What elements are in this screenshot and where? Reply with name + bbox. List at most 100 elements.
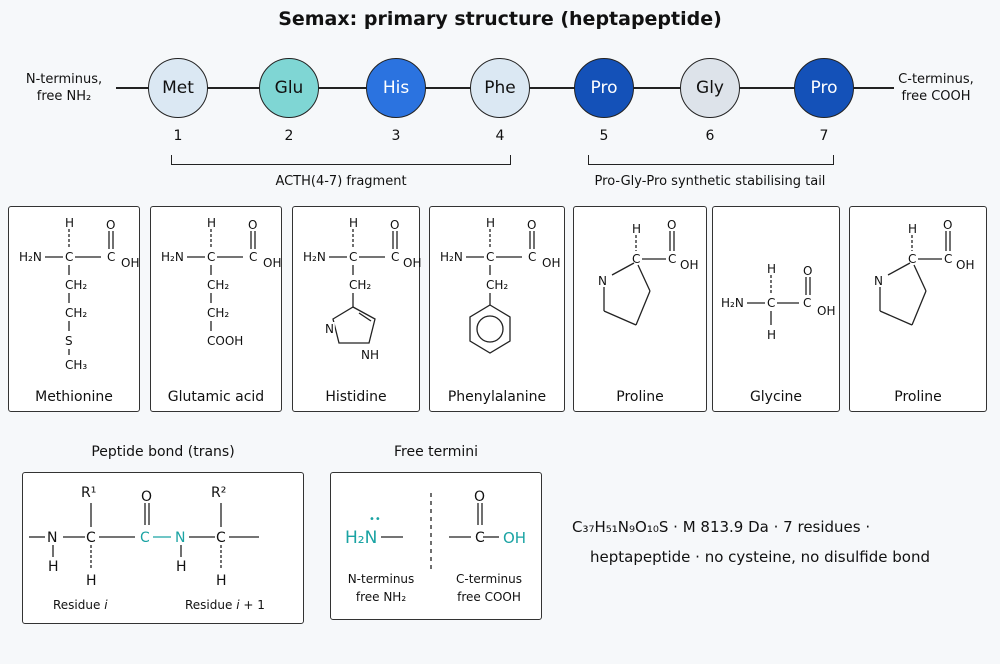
histidine-atom-oh: OH [403,256,421,270]
proline-2-atom-n: N [874,274,883,288]
c-terminus-caption-2: free COOH [457,590,521,604]
peptide-carbonyl-o: O [141,489,152,505]
c-terminus-label: C-terminus, free COOH [886,71,986,105]
formula-summary: C₃₇H₅₁N₉O₁₀S · M 813.9 Da · 7 residues · [572,518,871,536]
glutamic-acid-atom-nh2: H₂N [161,250,184,264]
histidine-atom-n: N [325,322,334,336]
acth-fragment-label: ACTH(4-7) fragment [275,174,407,189]
tail-fragment-label: Pro-Gly-Pro synthetic stabilising tail [594,174,826,189]
card-glutamic-acid: H O H₂N C C OH CH₂ CH₂ COOH Glutamic aci… [150,206,282,412]
phenylalanine-atom-ch2: CH₂ [486,278,508,292]
residue-circle-7: Pro [794,58,854,118]
peptide-bond-panel: R¹ R² O N C C N C H H H H Residue i Resi… [22,472,304,624]
histidine-atom-nh: NH [361,348,379,362]
n-terminus-formula: H₂N [345,528,377,548]
methionine-atom-h: H [65,216,74,230]
residue-number-4: 4 [495,128,505,144]
formula-notes: heptapeptide · no cysteine, no disulfide… [590,548,930,566]
histidine-atom-ca: C [349,250,357,264]
glutamic-acid-structure: H O H₂N C C OH CH₂ CH₂ COOH [161,216,281,348]
peptide-r1: R¹ [81,485,96,501]
n-terminus-caption-1: N-terminus [348,572,415,586]
glutamic-acid-atom-ca: C [207,250,215,264]
peptide-h-ca2: H [216,573,227,589]
residue-left-var: i [104,598,108,612]
glycine-atom-c: C [803,296,811,310]
n-terminus-line2: free NH₂ [36,89,92,104]
residue-right-var: i [236,598,240,612]
proline-2-atom-ca: C [908,252,916,266]
glycine-atom-h-top: H [767,262,776,276]
proline-1-name: Proline [616,389,664,405]
card-methionine: H O H₂N C C OH CH₂ CH₂ S CH₃ Methionine [8,206,140,412]
glycine-atom-nh2: H₂N [721,296,744,310]
glutamic-acid-atom-oh: OH [263,256,281,270]
residue-code-4: Phe [484,78,516,98]
methionine-atom-ch3: CH₃ [65,358,87,372]
phenylalanine-atom-h: H [486,216,495,230]
proline-1-atom-c: C [668,252,676,266]
phenylalanine-name: Phenylalanine [447,389,547,405]
svg-text:Residue i: Residue i [53,598,108,612]
glycine-atom-h-bottom: H [767,328,776,342]
peptide-h-n2: H [176,559,187,575]
residue-right-suffix: + 1 [243,598,265,612]
card-phenylalanine: H O H₂N C C OH CH₂ Phenylalanine [429,206,565,412]
card-glycine: H O H₂N C C OH H Glycine [712,206,840,412]
proline-1-atom-oh: OH [680,258,698,272]
methionine-atom-o: O [106,218,115,232]
proline-2-structure: H O N C C OH [874,218,974,326]
n-terminus-line1: N-terminus, [25,72,103,87]
tail-fragment-bracket [588,155,834,165]
methionine-structure: H O H₂N C C OH CH₂ CH₂ S CH₃ [19,216,139,372]
page-title: Semax: primary structure (heptapeptide) [278,8,722,30]
card-histidine: H O H₂N C C OH CH₂ N NH Histidine [292,206,421,412]
n-lone-pair: •• [369,514,381,525]
c-terminus-oh: OH [503,529,526,547]
methionine-name: Methionine [35,389,113,405]
peptide-carbonyl-c: C [140,530,150,546]
c-terminus-caption-1: C-terminus [456,572,522,586]
svg-text:Residue i + 1: Residue i + 1 [185,598,265,612]
residue-code-7: Pro [810,78,838,98]
proline-1-atom-o: O [667,218,676,232]
glutamic-acid-atom-cooh: COOH [207,334,243,348]
glycine-atom-o: O [803,264,812,278]
proline-2-name: Proline [894,389,942,405]
phenylalanine-structure: H O H₂N C C OH CH₂ [440,216,560,354]
histidine-atom-c: C [391,250,399,264]
methionine-atom-ch2b: CH₂ [65,306,87,320]
n-terminus-label: N-terminus, free NH₂ [14,71,114,105]
peptide-h-ca1: H [86,573,97,589]
phenylalanine-atom-o: O [527,218,536,232]
histidine-structure: H O H₂N C C OH CH₂ N NH [303,216,421,364]
c-terminus-line1: C-terminus, [898,72,974,87]
residue-circle-4: Phe [470,58,530,118]
residue-left-label: Residue [53,598,100,612]
glutamic-acid-atom-ch2a: CH₂ [207,278,229,292]
residue-circle-2: Glu [259,58,319,118]
residue-number-1: 1 [173,128,183,144]
residue-code-6: Gly [696,78,724,98]
histidine-atom-h: H [349,216,358,230]
phenylalanine-atom-ca: C [486,250,494,264]
methionine-atom-ca: C [65,250,73,264]
methionine-atom-nh2: H₂N [19,250,42,264]
c-terminus-c: C [475,530,485,546]
proline-2-atom-oh: OH [956,258,974,272]
residue-number-5: 5 [599,128,609,144]
peptide-n1: N [47,530,57,546]
histidine-name: Histidine [325,389,387,405]
peptide-ca2: C [216,530,226,546]
free-termini-diagram: H₂N •• O C OH N-terminus free NH₂ C-term… [345,489,526,604]
residue-number-2: 2 [284,128,294,144]
peptide-h-n1: H [48,559,59,575]
peptide-n2: N [175,530,185,546]
glutamic-acid-atom-o: O [248,218,257,232]
residue-code-5: Pro [590,78,618,98]
residue-number-3: 3 [391,128,401,144]
proline-2-atom-c: C [944,252,952,266]
glycine-name: Glycine [749,389,803,405]
residue-circle-3: His [366,58,426,118]
card-proline-1: H O N C C OH Proline [573,206,707,412]
